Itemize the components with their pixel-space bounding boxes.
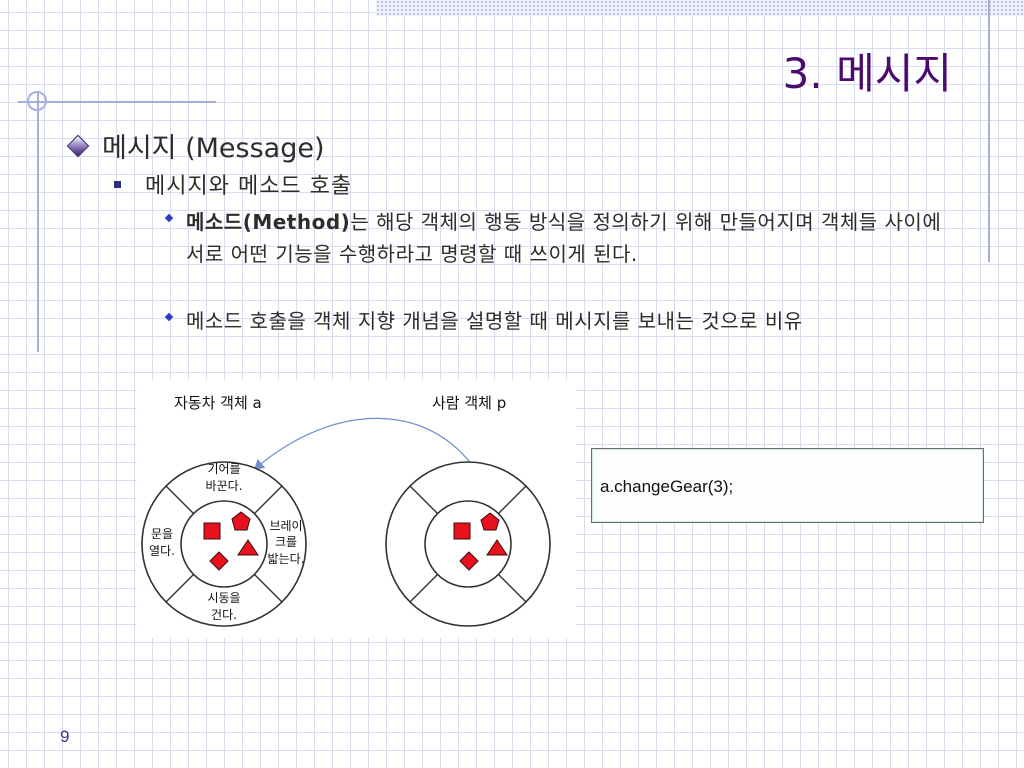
bullet-level1-text: 메시지 (Message) <box>102 133 325 164</box>
method-door-line2: 열다. <box>149 544 175 558</box>
method-door-line1: 문을 <box>151 527 173 541</box>
message-arrow <box>254 417 483 481</box>
method-gear-line2: 바꾼다. <box>206 479 243 493</box>
item2-text: 메소드 호출을 객체 지향 개념을 설명할 때 메시지를 보내는 것으로 비유 <box>186 309 803 333</box>
pentagon-shape-icon <box>480 512 500 531</box>
method-gear-line1: 기어를 <box>207 462 240 476</box>
slide-title: 3. 메시지 <box>782 49 952 98</box>
item1-description: 는 해당 객체의 행동 방식을 정의하기 위해 만들어지며 객체들 사이에 서로… <box>186 210 942 266</box>
bullet-level3-item1: 메소드(Method)는 해당 객체의 행동 방식을 정의하기 위해 만들어지며… <box>164 206 966 270</box>
method-brake-line3: 밟는다. <box>268 552 305 566</box>
method-brake-line2: 크를 <box>275 535 297 549</box>
triangle-shape-icon <box>237 539 259 556</box>
method-brake-line1: 브레이 <box>269 519 302 533</box>
diamond-shape-icon <box>459 551 479 571</box>
item1-paragraph: 메소드(Method)는 해당 객체의 행동 방식을 정의하기 위해 만들어지며… <box>186 206 956 270</box>
square-shape-icon <box>203 522 221 540</box>
small-diamond-bullet-icon <box>164 312 174 322</box>
person-object-circle <box>385 461 551 627</box>
square-shape-icon <box>453 522 471 540</box>
page-number: 9 <box>60 727 70 746</box>
object-message-diagram: 자동차 객체 a 사람 객체 p 기어를 바꾼다. 문을 열다. 브레이 크를 … <box>136 380 576 638</box>
car-object-label: 자동차 객체 a <box>174 394 262 412</box>
decor-line-left <box>37 92 39 352</box>
pentagon-shape-icon <box>231 511 251 531</box>
decor-line-horizontal <box>18 101 216 103</box>
diagram-svg: 자동차 객체 a 사람 객체 p 기어를 바꾼다. 문을 열다. 브레이 크를 … <box>141 394 551 627</box>
square-bullet-icon <box>114 180 121 188</box>
bullet-level2-text: 메시지와 메소드 호출 <box>145 174 353 199</box>
diamond-bullet-icon <box>66 134 90 157</box>
item1-bold-term: 메소드(Method) <box>186 210 351 234</box>
bullet-level3-item2: 메소드 호출을 객체 지향 개념을 설명할 때 메시지를 보내는 것으로 비유 <box>164 305 966 337</box>
bullet-level2: 메시지와 메소드 호출 <box>114 168 352 200</box>
method-start-line2: 건다. <box>211 608 237 622</box>
bullet-level1: 메시지 (Message) <box>66 126 325 165</box>
triangle-shape-icon <box>486 539 508 556</box>
code-box: a.changeGear(3); <box>591 448 984 523</box>
small-diamond-bullet-icon <box>164 213 174 223</box>
crosshair-icon <box>27 91 47 111</box>
decor-line-right <box>988 0 990 262</box>
diamond-shape-icon <box>209 551 229 571</box>
method-start-line1: 시동을 <box>207 591 240 605</box>
code-snippet: a.changeGear(3); <box>600 477 734 496</box>
header-pattern-bar <box>376 0 1024 16</box>
car-object-circle <box>141 461 307 627</box>
person-object-label: 사람 객체 p <box>432 394 506 412</box>
